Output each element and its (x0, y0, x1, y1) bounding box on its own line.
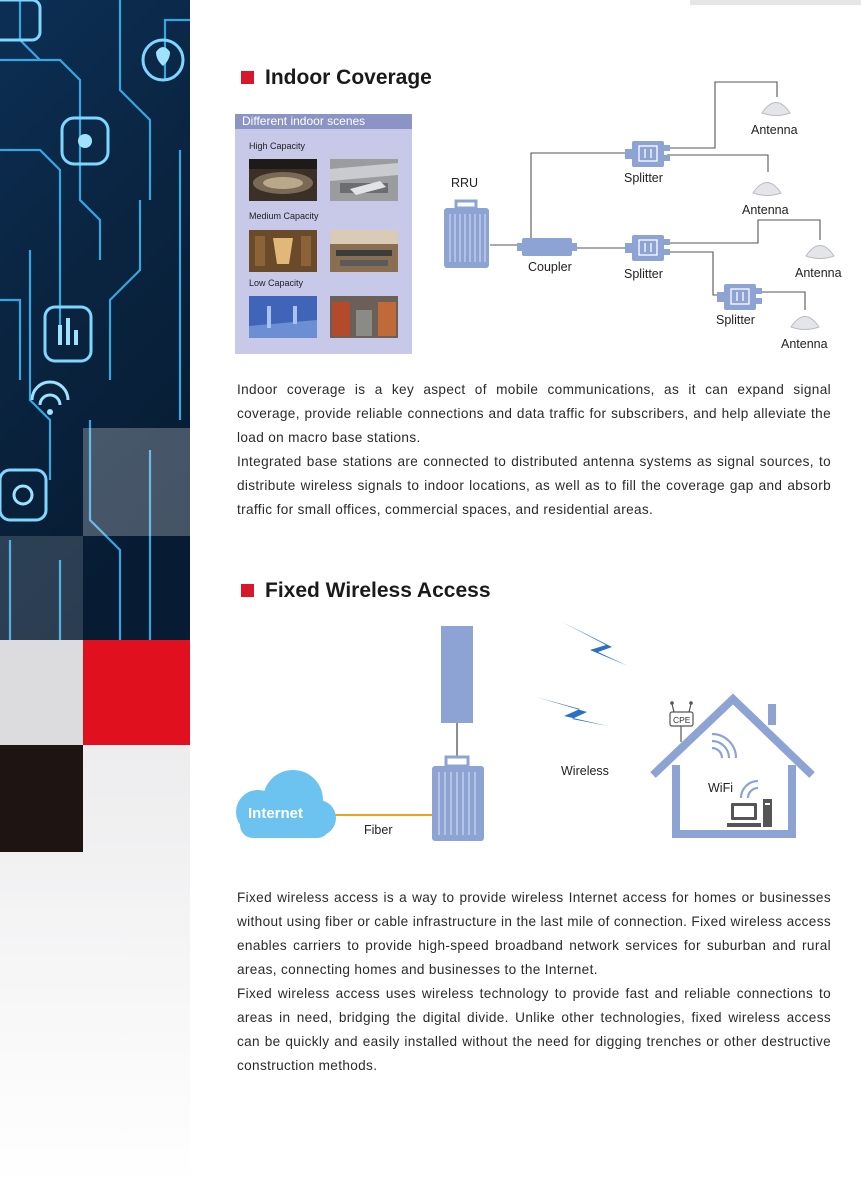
rru-label: RRU (451, 176, 478, 190)
capacity-label-medium: Medium Capacity (249, 211, 319, 221)
parking-garage-photo (249, 296, 317, 338)
splitter-device (625, 141, 670, 167)
indoor-coverage-title: Indoor Coverage (265, 66, 432, 89)
antenna-icon (761, 102, 791, 116)
antenna-icon (805, 245, 835, 259)
indoor-das-diagram: RRU Coupler Splitter Splitter Splitter (444, 81, 842, 351)
fwa-paragraph-2: Fixed wireless access uses wireless tech… (237, 986, 831, 1073)
internet-cloud-icon (236, 770, 336, 838)
airport-photo (330, 159, 398, 201)
fwa-paragraph-1: Fixed wireless access is a way to provid… (237, 890, 831, 977)
fwa-heading: Fixed Wireless Access (241, 579, 491, 603)
fwa-title: Fixed Wireless Access (265, 579, 491, 602)
antenna-panel (441, 626, 473, 723)
antenna-icon (790, 316, 820, 330)
indoor-scenes-panel: Different indoor scenes High Capacity Me… (235, 114, 412, 354)
wireless-label: Wireless (561, 764, 609, 778)
coupler-label: Coupler (528, 260, 572, 274)
splitter-label: Splitter (624, 171, 663, 185)
cpe-icon (669, 701, 694, 742)
indoor-paragraph-1: Indoor coverage is a key aspect of mobil… (237, 382, 831, 445)
lightning-icon (562, 622, 628, 666)
fwa-diagram: Fiber Internet Wireless CPE WiFi (236, 622, 815, 841)
internet-label: Internet (248, 805, 303, 822)
capacity-label-low: Low Capacity (249, 278, 304, 288)
scenes-panel-header: Different indoor scenes (235, 114, 412, 129)
splitter-label: Splitter (624, 267, 663, 281)
antenna-label: Antenna (781, 337, 828, 351)
circuit-background-art (0, 0, 190, 1186)
wifi-signal-icon (711, 732, 759, 799)
rru-device (444, 199, 489, 268)
indoor-paragraph-2: Integrated base stations are connected t… (237, 454, 831, 517)
lightning-icon (536, 697, 608, 726)
red-square-bullet (241, 71, 254, 84)
splitter-label: Splitter (716, 313, 755, 327)
computer-icon (727, 799, 772, 827)
coupler-device (517, 238, 577, 256)
fiber-label: Fiber (364, 823, 392, 837)
hotel-corridor-photo (249, 230, 317, 272)
splitter-device (625, 235, 670, 261)
red-square-bullet (241, 584, 254, 597)
antenna-label: Antenna (742, 203, 789, 217)
antenna-icon (752, 182, 782, 196)
base-station-device (432, 755, 484, 841)
capacity-label-high: High Capacity (249, 141, 306, 151)
antenna-label: Antenna (751, 123, 798, 137)
cpe-label: CPE (673, 715, 691, 725)
top-tab-decoration (690, 0, 861, 5)
house-icon (650, 693, 815, 838)
office-photo (330, 230, 398, 272)
stadium-photo (249, 159, 317, 201)
warehouse-photo (330, 296, 398, 338)
antenna-label: Antenna (795, 266, 842, 280)
indoor-coverage-heading: Indoor Coverage (241, 66, 432, 90)
wifi-label: WiFi (708, 781, 733, 795)
splitter-device (717, 284, 762, 310)
